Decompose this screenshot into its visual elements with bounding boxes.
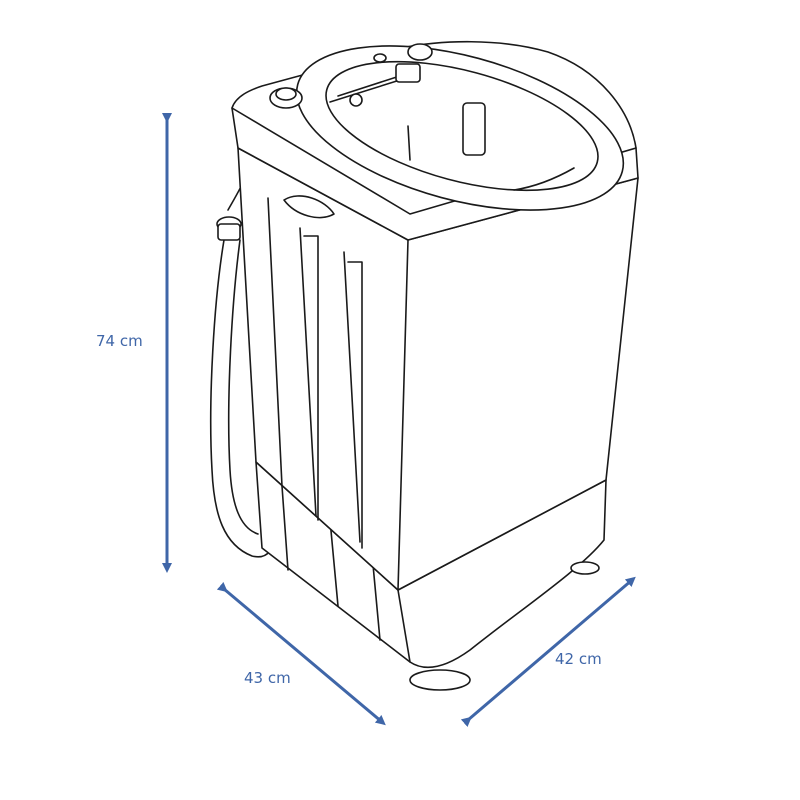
depth-label: 42 cm [555, 650, 602, 668]
width-arrow [216, 581, 386, 726]
depth-arrow [460, 576, 636, 728]
width-label: 43 cm [244, 669, 291, 687]
control-knobs [269, 43, 433, 109]
washing-machine-illustration [209, 40, 639, 691]
dimension-arrows [162, 113, 636, 728]
drum-opening-inner [325, 60, 599, 192]
height-label: 74 cm [96, 332, 143, 350]
